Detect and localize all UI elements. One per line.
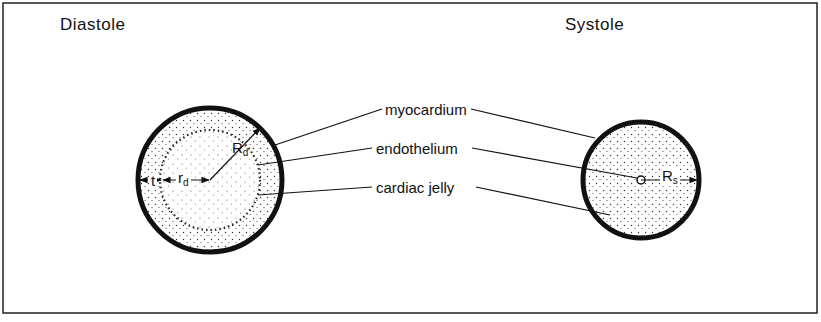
leader-lines <box>258 109 637 215</box>
structure-label: cardiac jelly <box>376 180 454 195</box>
view-title: Diastole <box>60 16 125 33</box>
structure-label: endothelium <box>376 141 458 156</box>
dimension-label: t <box>149 173 157 188</box>
dimension-arrow <box>210 128 260 180</box>
myocardium-ring <box>138 108 282 252</box>
dimension-arrow <box>140 179 148 180</box>
cardiac-jelly-fill <box>583 122 699 238</box>
subscript: d <box>183 177 189 188</box>
dimension-label: rd <box>176 170 191 188</box>
symbol: R <box>232 139 243 156</box>
myocardium-ring <box>583 122 699 238</box>
cardiac-jelly-fill <box>138 108 282 252</box>
dimension-label: Rs <box>660 168 680 186</box>
structure-label: myocardium <box>385 102 467 117</box>
symbol: R <box>662 167 673 184</box>
view-title: Systole <box>565 16 624 33</box>
subscript: s <box>673 175 678 186</box>
subscript: d <box>243 147 249 158</box>
frame <box>3 3 817 313</box>
symbol: r <box>178 169 183 186</box>
dimension-label: Rd <box>232 140 248 158</box>
